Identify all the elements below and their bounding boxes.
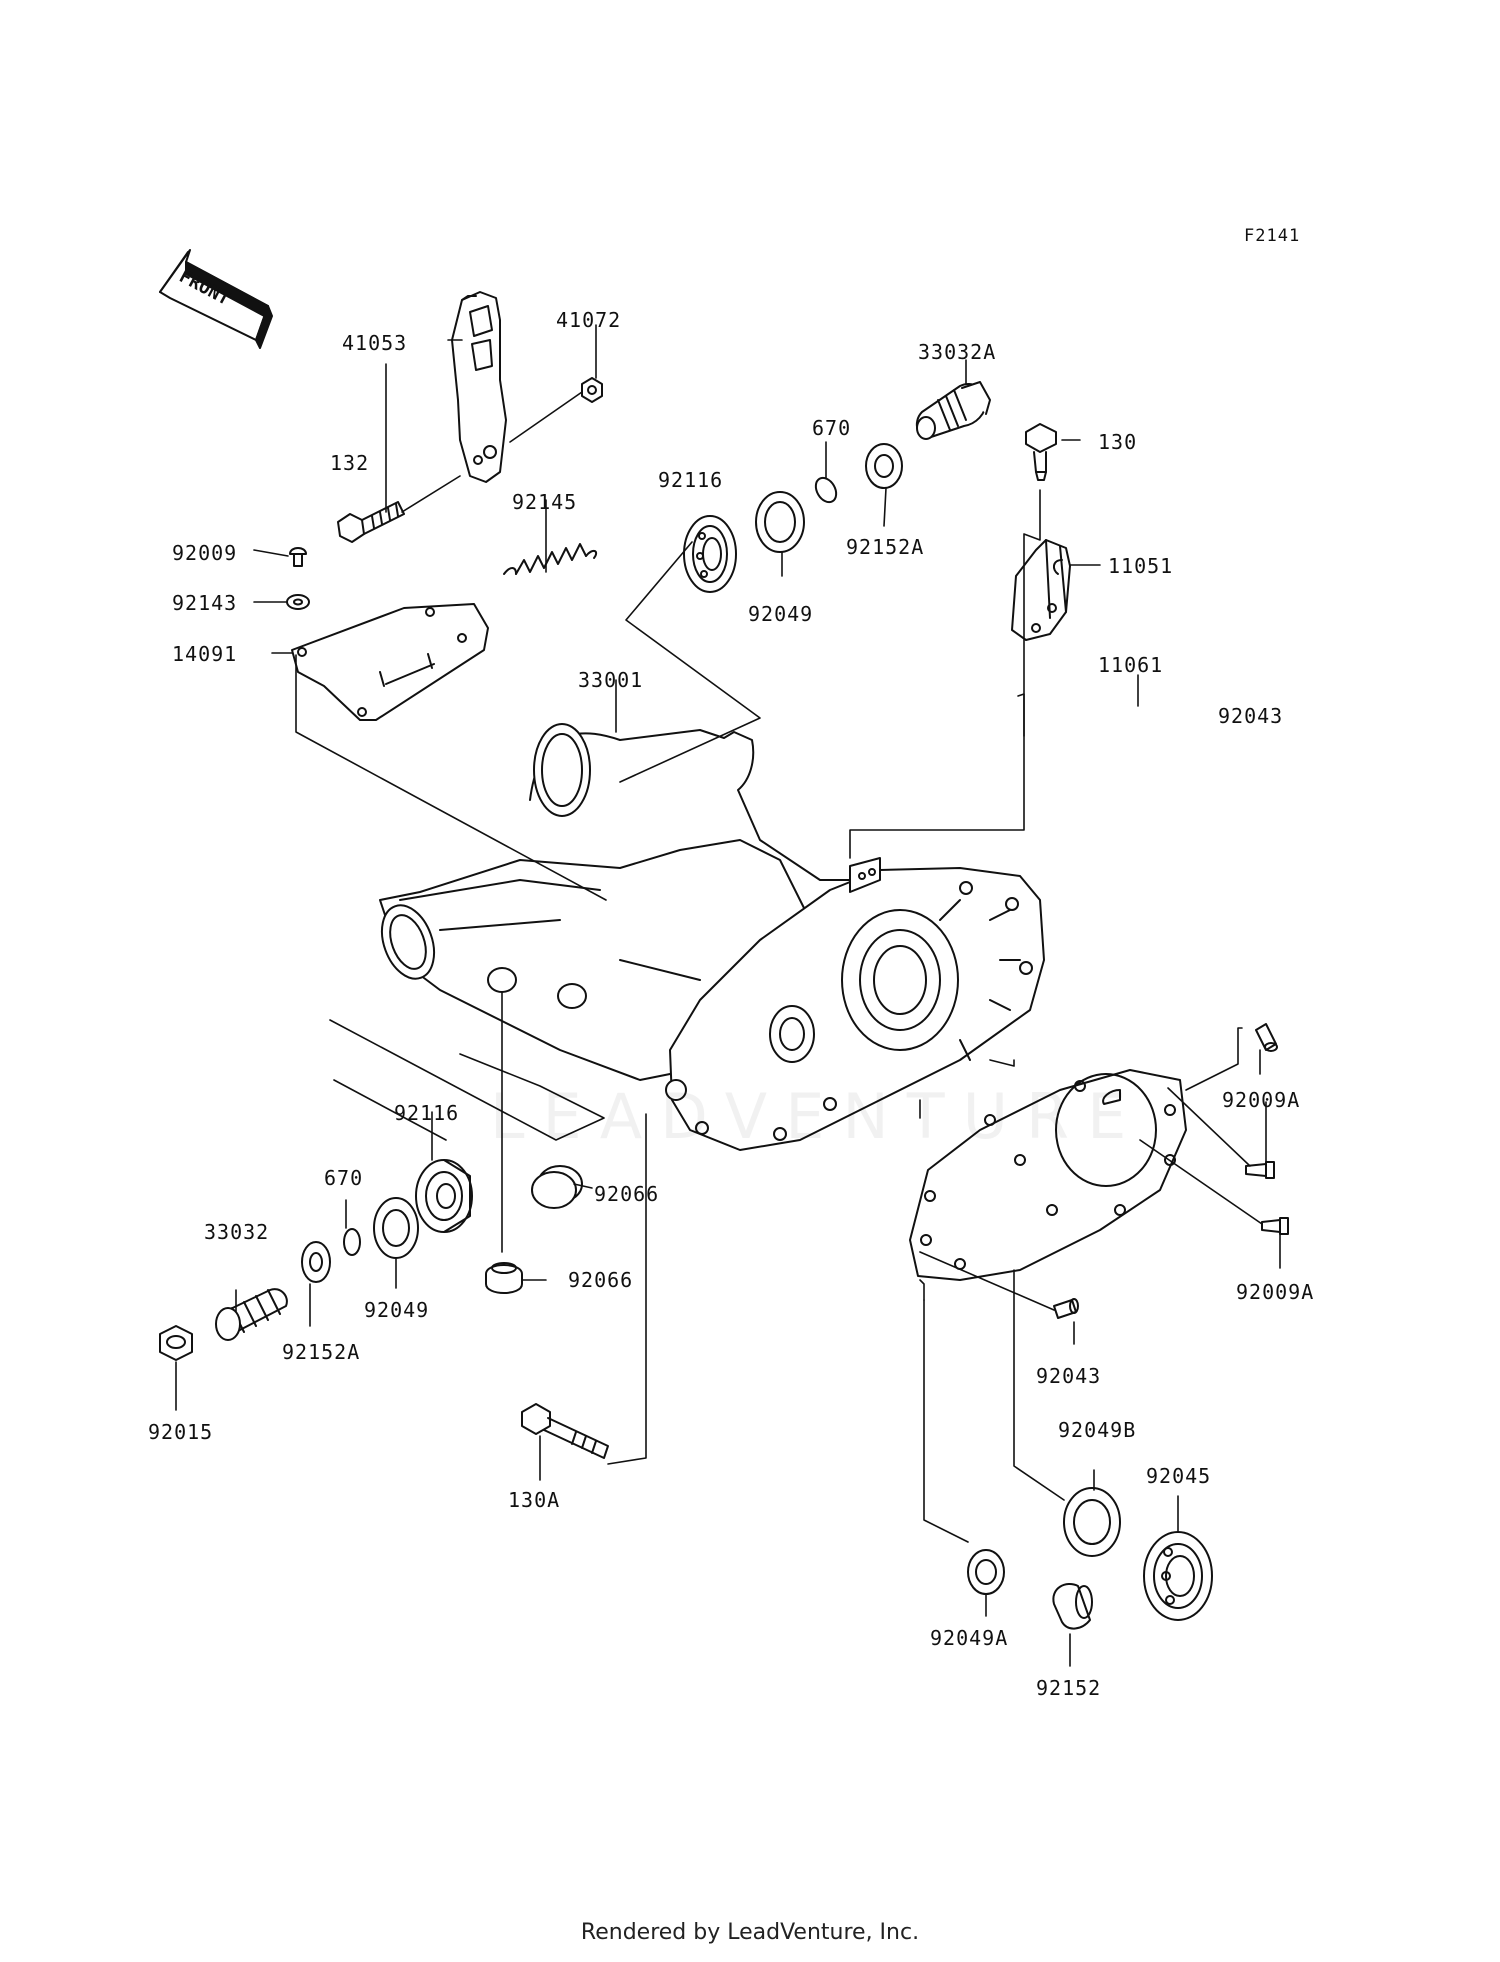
part-92009A-screw-1 <box>1245 1161 1275 1179</box>
part-label-33032[interactable]: 33032 <box>204 1220 270 1244</box>
part-92066-cap-2 <box>485 1262 523 1294</box>
part-92045-bearing <box>1143 1531 1213 1621</box>
part-label-670-bottom[interactable]: 670 <box>324 1166 364 1190</box>
part-41072-nut <box>581 377 603 403</box>
part-41053-bracket <box>451 291 507 483</box>
part-label-130[interactable]: 130 <box>1098 430 1138 454</box>
assembly-lines <box>175 324 1281 1667</box>
part-label-92143[interactable]: 92143 <box>172 591 238 615</box>
part-92043-dowel-bottom <box>1053 1298 1079 1319</box>
part-label-92145[interactable]: 92145 <box>512 490 578 514</box>
part-label-14091[interactable]: 14091 <box>172 642 238 666</box>
part-11061-gasket <box>909 1069 1187 1281</box>
part-130A-bolt <box>521 1403 609 1459</box>
part-label-132[interactable]: 132 <box>330 451 370 475</box>
part-130-bolt <box>1025 423 1057 481</box>
front-arrow-icon: FRONT <box>159 249 273 349</box>
part-label-92152A-bottom[interactable]: 92152A <box>282 1340 361 1364</box>
part-label-92049A[interactable]: 92049A <box>930 1626 1009 1650</box>
part-label-11061[interactable]: 11061 <box>1098 653 1164 677</box>
part-label-92049-bottom[interactable]: 92049 <box>364 1298 430 1322</box>
part-label-41072[interactable]: 41072 <box>556 308 622 332</box>
part-92116-bearing-top <box>683 515 737 593</box>
part-670-circlip-bottom <box>343 1228 361 1256</box>
part-92066-cap-1 <box>531 1165 583 1209</box>
part-label-92049B[interactable]: 92049B <box>1058 1418 1137 1442</box>
part-92116-bearing-bottom <box>415 1159 473 1233</box>
footer-credit: Rendered by LeadVenture, Inc. <box>580 1920 920 1945</box>
part-label-92015[interactable]: 92015 <box>148 1420 214 1444</box>
part-label-92049-top[interactable]: 92049 <box>748 602 814 626</box>
part-92049A-seal <box>967 1549 1005 1595</box>
part-33032A-plug <box>915 381 991 440</box>
part-132-bolt <box>337 501 405 543</box>
part-92152A-collar-bottom <box>301 1241 331 1283</box>
part-92152A-collar-top <box>865 443 903 489</box>
part-11051-bracket <box>1011 539 1071 641</box>
part-label-130A[interactable]: 130A <box>508 1488 561 1512</box>
part-92009A-screw-2 <box>1261 1217 1289 1235</box>
part-92143-washer <box>286 594 310 610</box>
part-label-11051[interactable]: 11051 <box>1108 554 1174 578</box>
part-label-33032A[interactable]: 33032A <box>918 340 997 364</box>
part-label-92152A-top[interactable]: 92152A <box>846 535 925 559</box>
part-label-92009A-2[interactable]: 92009A <box>1236 1280 1315 1304</box>
part-label-92152[interactable]: 92152 <box>1036 1676 1102 1700</box>
part-33001-swingarm-housing <box>379 723 1045 1151</box>
part-label-670-top[interactable]: 670 <box>812 416 852 440</box>
part-label-92009[interactable]: 92009 <box>172 541 238 565</box>
watermark-text: LEADVENTURE <box>490 1080 1145 1153</box>
part-92043-dowel-top <box>1255 1023 1278 1052</box>
part-33032-adjuster <box>215 1288 288 1341</box>
part-92145-spring <box>503 543 598 575</box>
part-92152-collar <box>1052 1583 1093 1630</box>
part-label-33001[interactable]: 33001 <box>578 668 644 692</box>
diagram-code: F2141 <box>1244 226 1301 246</box>
part-label-92116-bottom[interactable]: 92116 <box>394 1101 460 1125</box>
part-14091-plate <box>291 603 489 721</box>
part-label-92045[interactable]: 92045 <box>1146 1464 1212 1488</box>
part-label-92066-1[interactable]: 92066 <box>594 1182 660 1206</box>
part-label-92066-2[interactable]: 92066 <box>568 1268 634 1292</box>
part-label-92043-bottom[interactable]: 92043 <box>1036 1364 1102 1388</box>
part-label-92043-top[interactable]: 92043 <box>1218 704 1284 728</box>
part-92049-seal-top <box>755 491 805 553</box>
part-label-92009A-1[interactable]: 92009A <box>1222 1088 1301 1112</box>
part-92015-nut <box>159 1325 193 1361</box>
part-670-circlip-top <box>814 476 838 504</box>
part-label-92116-top[interactable]: 92116 <box>658 468 724 492</box>
part-92049-seal-bottom <box>373 1197 419 1259</box>
part-92049B-seal <box>1063 1487 1121 1557</box>
part-92009-screw <box>289 547 307 567</box>
part-label-41053[interactable]: 41053 <box>342 331 408 355</box>
